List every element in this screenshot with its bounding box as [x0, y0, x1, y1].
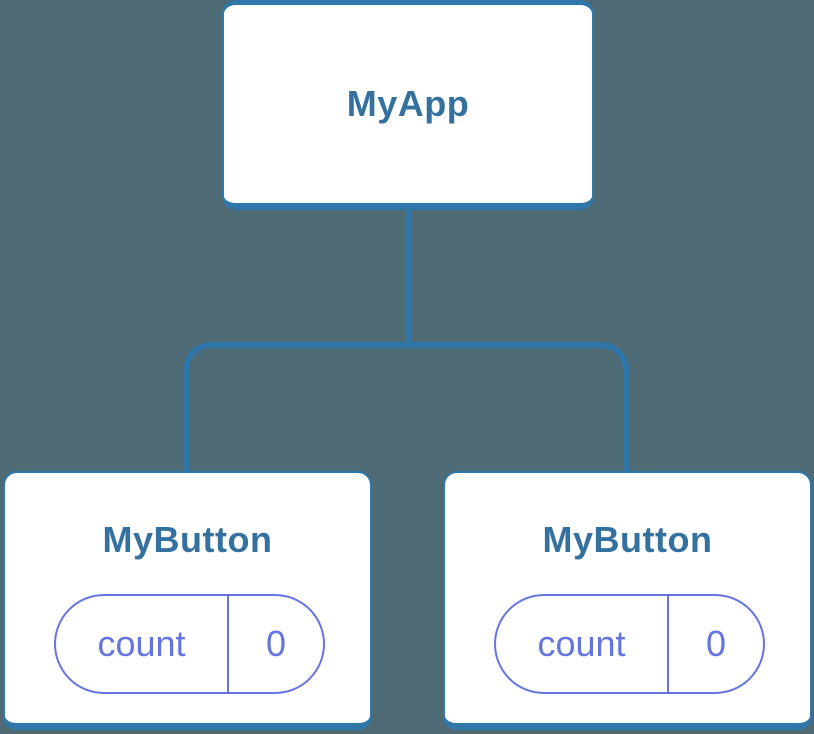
state-pill: count 0	[494, 594, 765, 694]
state-value-label: 0	[265, 623, 287, 664]
state-pill: count 0	[54, 594, 325, 694]
state-key-cell: count	[496, 596, 667, 692]
child-component-label: MyButton	[102, 519, 273, 560]
state-key-cell: count	[56, 596, 227, 692]
component-node-child-2: MyButton count 0	[443, 471, 812, 730]
state-value-cell: 0	[667, 596, 763, 692]
state-key-label: count	[97, 623, 186, 664]
state-value-cell: 0	[227, 596, 323, 692]
component-node-root: MyApp	[222, 0, 594, 210]
component-node-child-1: MyButton count 0	[3, 471, 372, 730]
tree-connector-stem	[405, 207, 411, 345]
state-key-label: count	[537, 623, 626, 664]
child-component-label: MyButton	[542, 519, 713, 560]
tree-connector-bracket	[183, 342, 629, 473]
root-component-label: MyApp	[346, 83, 470, 124]
state-value-label: 0	[705, 623, 727, 664]
